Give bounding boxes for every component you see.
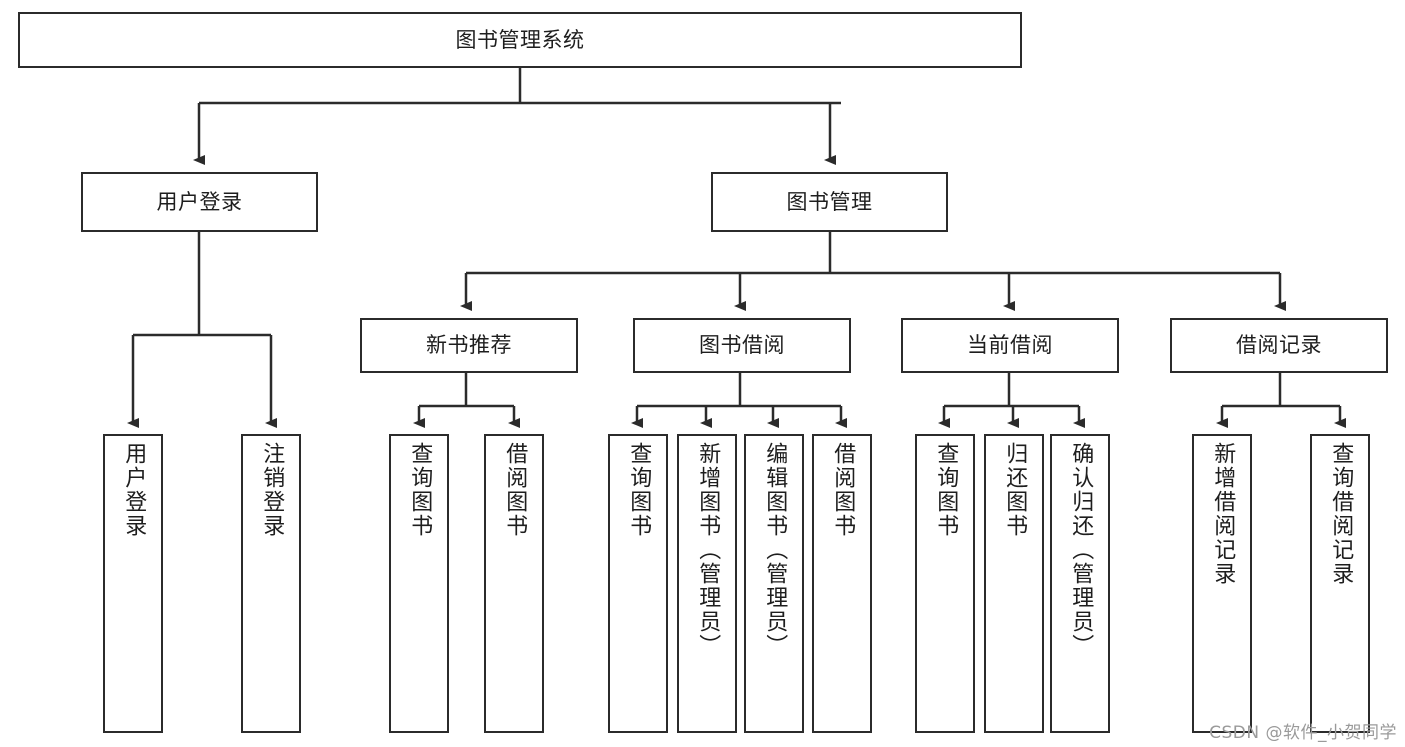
- node-label: 查询借阅记录: [1328, 442, 1354, 586]
- node-label: 用户登录: [156, 189, 243, 214]
- leaf-user-login-signout[interactable]: 注销登录: [241, 434, 301, 733]
- node-label: 借阅图书: [830, 442, 856, 538]
- csdn-watermark: CSDN @软件_小贺同学: [1209, 723, 1397, 743]
- leaf-current-query[interactable]: 查询图书: [915, 434, 975, 733]
- node-label: 图书管理系统: [455, 27, 585, 52]
- node-label: 查询图书: [407, 442, 433, 538]
- node-label: 归还图书: [1002, 442, 1028, 538]
- node-current-borrow[interactable]: 当前借阅: [901, 318, 1119, 373]
- node-book-borrow[interactable]: 图书借阅: [633, 318, 851, 373]
- node-book-management[interactable]: 图书管理: [711, 172, 948, 232]
- node-user-login[interactable]: 用户登录: [81, 172, 318, 232]
- node-label: 新书推荐: [426, 333, 512, 358]
- node-label: 图书借阅: [699, 333, 785, 358]
- leaf-book-borrow-borrow[interactable]: 借阅图书: [812, 434, 872, 733]
- node-label: 借阅图书: [502, 442, 528, 538]
- leaf-record-query[interactable]: 查询借阅记录: [1310, 434, 1370, 733]
- node-label: 当前借阅: [967, 333, 1053, 358]
- leaf-book-borrow-add[interactable]: 新增图书（管理员）: [677, 434, 737, 733]
- node-label: 图书管理: [786, 189, 873, 214]
- node-borrow-record[interactable]: 借阅记录: [1170, 318, 1388, 373]
- leaf-current-return[interactable]: 归还图书: [984, 434, 1044, 733]
- leaf-book-borrow-query[interactable]: 查询图书: [608, 434, 668, 733]
- node-label: 用户登录: [121, 442, 147, 538]
- node-root-system[interactable]: 图书管理系统: [18, 12, 1022, 68]
- node-label: 注销登录: [259, 442, 285, 538]
- node-label: 查询图书: [626, 442, 652, 538]
- node-label: 确认归还（管理员）: [1068, 442, 1094, 658]
- leaf-new-book-borrow[interactable]: 借阅图书: [484, 434, 544, 733]
- node-label: 编辑图书（管理员）: [762, 442, 788, 658]
- leaf-new-book-query[interactable]: 查询图书: [389, 434, 449, 733]
- leaf-current-confirm-return[interactable]: 确认归还（管理员）: [1050, 434, 1110, 733]
- node-label: 查询图书: [933, 442, 959, 538]
- node-label: 新增借阅记录: [1210, 442, 1236, 586]
- node-label: 新增图书（管理员）: [695, 442, 721, 658]
- leaf-user-login-signin[interactable]: 用户登录: [103, 434, 163, 733]
- leaf-record-add[interactable]: 新增借阅记录: [1192, 434, 1252, 733]
- leaf-book-borrow-edit[interactable]: 编辑图书（管理员）: [744, 434, 804, 733]
- node-label: 借阅记录: [1236, 333, 1322, 358]
- node-new-book-recommend[interactable]: 新书推荐: [360, 318, 578, 373]
